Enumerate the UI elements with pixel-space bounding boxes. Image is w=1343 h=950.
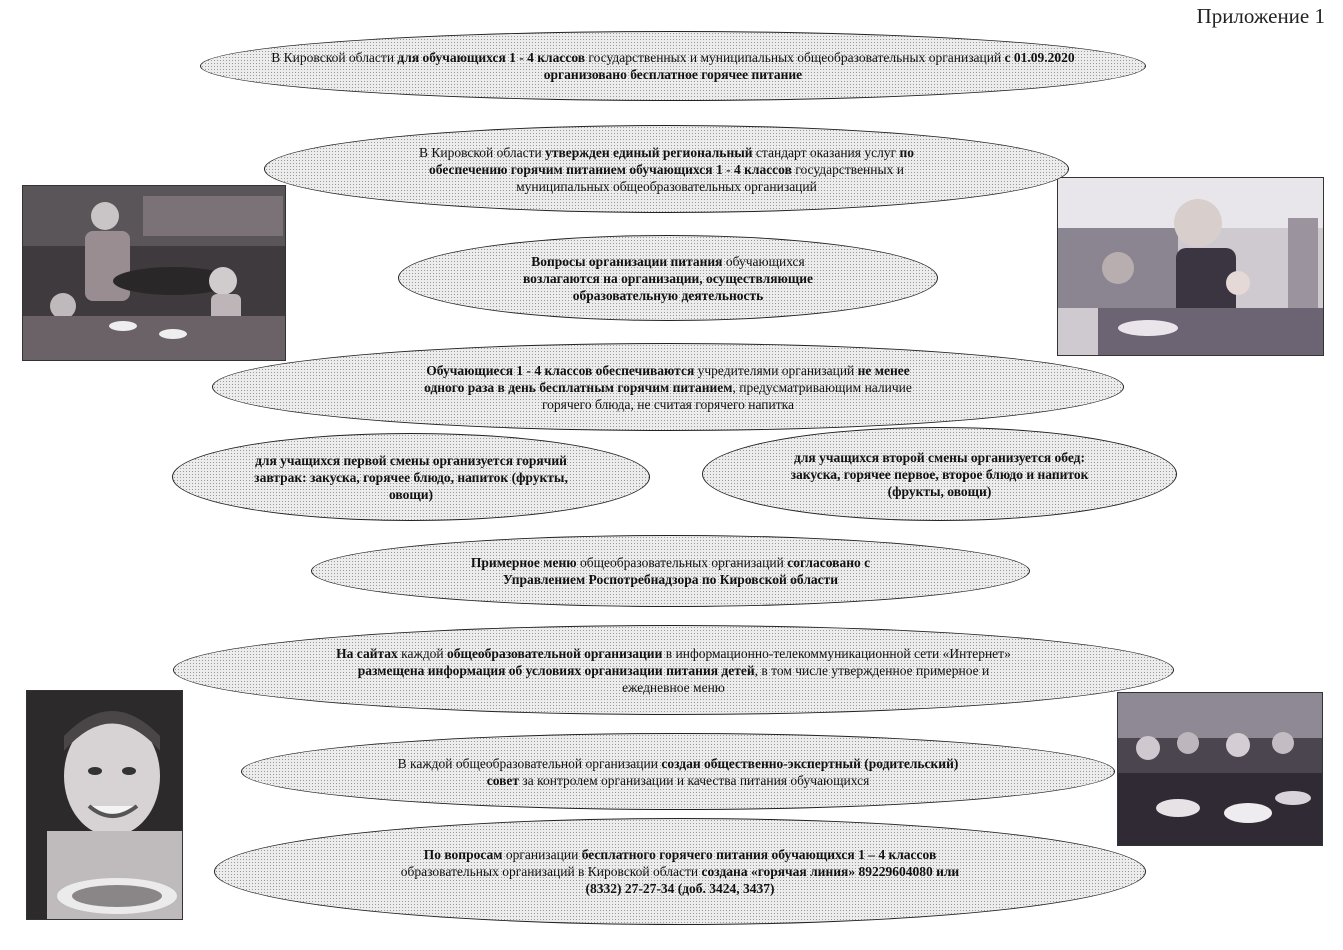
provision-text: Обучающиеся 1 - 4 классов обеспечиваются…	[413, 362, 923, 413]
boy-thumbs-up-photo	[1057, 177, 1324, 356]
dining-hall-photo	[1117, 692, 1323, 846]
text-run: утвержден единый региональный	[545, 144, 753, 160]
text-run: возлагаются на организации, осуществляющ…	[522, 270, 813, 303]
council-ellipse: В каждой общеобразовательной организации…	[241, 733, 1115, 810]
text-run: с 01.09.2020 организовано бесплатное гор…	[543, 50, 1075, 82]
text-run: общеобразовательной организации	[447, 645, 663, 661]
text-run: в информационно-телекоммуникационной сет…	[662, 645, 1011, 661]
text-run: общеобразовательных организаций	[576, 555, 788, 570]
canteen-serving-photo	[22, 185, 286, 361]
text-run: для обучающихся 1 - 4 классов	[397, 50, 586, 65]
text-run: организации	[502, 847, 582, 862]
standard-text: В Кировской области утвержден единый рег…	[415, 144, 918, 195]
text-run: В каждой общеобразовательной организации	[397, 755, 662, 771]
websites-ellipse: На сайтах каждой общеобразовательной орг…	[173, 625, 1174, 715]
text-run: Вопросы организации питания	[531, 253, 723, 269]
boy-smiling-photo	[26, 690, 183, 920]
first-shift-ellipse: для учащихся первой смены организуется г…	[172, 433, 650, 521]
websites-text: На сайтах каждой общеобразовательной орг…	[324, 645, 1023, 696]
text-run: государственных и муниципальных общеобра…	[585, 50, 1005, 65]
text-run: На сайтах	[336, 645, 398, 661]
text-run: каждой	[397, 645, 448, 661]
council-text: В каждой общеобразовательной организации…	[382, 755, 974, 789]
text-run: учредителями организаций	[694, 362, 858, 378]
text-run: не менее одного раза в день бесплатным г…	[424, 362, 910, 395]
text-run: , в том числе утвержденное примерное и е…	[622, 662, 990, 695]
menu-ellipse: Примерное меню общеобразовательных орган…	[311, 535, 1030, 607]
provision-ellipse: Обучающиеся 1 - 4 классов обеспечиваются…	[212, 343, 1124, 431]
text-run: Примерное меню	[470, 555, 577, 570]
text-run: , предусматривающим наличие горячего блю…	[541, 379, 912, 412]
text-run: В Кировской области	[418, 144, 546, 160]
text-run: обучающихся	[722, 253, 805, 269]
appendix-label: Приложение 1	[1196, 4, 1325, 28]
hotline-ellipse: По вопросам организации бесплатного горя…	[214, 818, 1146, 925]
responsibility-ellipse: Вопросы организации питания обучающихся …	[398, 235, 938, 321]
standard-ellipse: В Кировской области утвержден единый рег…	[264, 125, 1069, 213]
text-run: создан общественно-экспертный (родительс…	[486, 755, 959, 788]
text-run: согласовано с Управлением Роспотребнадзо…	[502, 555, 871, 587]
text-run: Обучающиеся 1 - 4 классов обеспечиваются	[426, 362, 695, 378]
free-meals-ellipse: В Кировской области для обучающихся 1 - …	[200, 31, 1146, 101]
text-run: По вопросам	[423, 847, 503, 862]
text-run: образовательных организаций в Кировской …	[400, 864, 702, 879]
text-run: бесплатного горячего питания обучающихся…	[581, 847, 937, 862]
responsibility-text: Вопросы организации питания обучающихся …	[494, 253, 842, 304]
text-run: создана «горячая линия» 89229604080 или …	[585, 864, 960, 896]
text-run: стандарт оказания услуг	[752, 144, 900, 160]
text-run: за контролем организации и качества пита…	[519, 772, 870, 788]
text-run: В Кировской области	[271, 50, 398, 65]
text-run: для учащихся первой смены организуется г…	[254, 452, 568, 502]
text-run: государственных и муниципальных общеобра…	[516, 161, 904, 194]
first-shift-text: для учащихся первой смены организуется г…	[253, 452, 569, 503]
text-run: для учащихся второй смены организуется о…	[790, 449, 1089, 499]
text-run: по обеспечению горячим питанием обучающи…	[429, 144, 915, 177]
hotline-text: По вопросам организации бесплатного горя…	[395, 846, 965, 897]
text-run: размещена информация об условиях организ…	[357, 662, 755, 678]
free-meals-text: В Кировской области для обучающихся 1 - …	[241, 49, 1105, 83]
menu-text: Примерное меню общеобразовательных орган…	[442, 554, 899, 588]
second-shift-ellipse: для учащихся второй смены организуется о…	[702, 427, 1177, 521]
second-shift-text: для учащихся второй смены организуется о…	[778, 449, 1101, 500]
